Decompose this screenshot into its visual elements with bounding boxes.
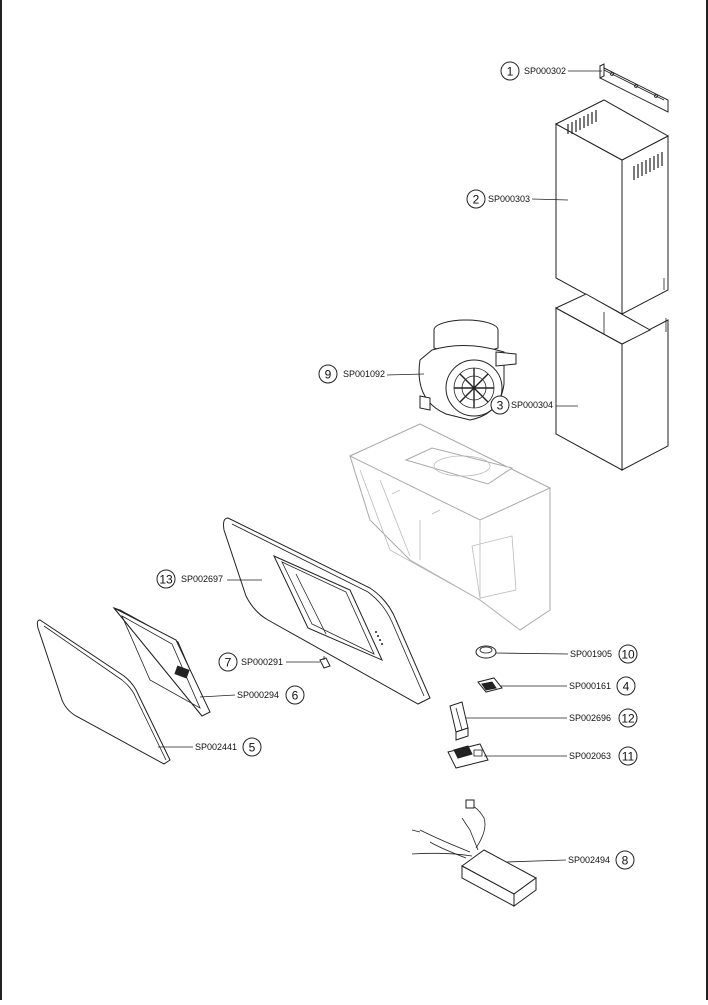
callout-4: 4 SP000161 <box>500 676 636 696</box>
leader-line <box>505 859 567 863</box>
callout-bubble <box>616 676 636 696</box>
leader-line <box>531 198 569 201</box>
callout-bubble <box>156 569 176 589</box>
callout-bubble <box>285 685 305 705</box>
part-code-label: SP002494 <box>568 855 610 865</box>
part-code-label: SP001092 <box>343 369 385 379</box>
part-upper-chimney <box>554 99 670 315</box>
callout-13: 13 SP002697 <box>156 569 262 589</box>
callout-number: 5 <box>249 741 256 755</box>
right-frame-border <box>706 0 708 1000</box>
callout-bubble <box>500 61 520 81</box>
callout-9: 9 SP001092 <box>318 364 425 384</box>
part-code-label: SP002697 <box>181 574 223 584</box>
callout-5: 5 SP002441 <box>158 737 262 757</box>
callout-bubble <box>490 395 510 415</box>
callout-bubble <box>466 189 486 209</box>
callout-2: 2 SP000303 <box>466 189 569 209</box>
part-power-supply <box>411 799 537 907</box>
leader-line <box>495 652 569 655</box>
callout-bubble <box>218 652 238 672</box>
callout-bubble <box>615 850 635 870</box>
part-code-label: SP000161 <box>569 681 611 691</box>
left-frame-border <box>0 0 2 1000</box>
part-code-label: SP000291 <box>241 657 283 667</box>
callout-7: 7 SP000291 <box>218 652 320 672</box>
part-code-label: SP002063 <box>569 751 611 761</box>
part-code-label: SP000303 <box>488 194 530 204</box>
callout-12: 12 SP002696 <box>466 708 638 728</box>
callout-bubble <box>618 746 638 766</box>
part-light-strip <box>449 701 469 741</box>
callout-number: 6 <box>292 689 299 703</box>
callout-number: 10 <box>621 648 635 662</box>
part-code-label: SP002441 <box>195 742 237 752</box>
part-motor <box>418 319 517 421</box>
callout-number: 9 <box>325 368 332 382</box>
callout-number: 2 <box>473 193 480 207</box>
callout-number: 11 <box>622 750 635 764</box>
callout-10: 10 SP001905 <box>495 644 638 664</box>
callout-bubble <box>318 364 338 384</box>
part-lower-chimney <box>554 293 669 471</box>
part-front-panel <box>223 517 431 705</box>
part-bracket <box>599 63 669 113</box>
part-hood-body <box>348 423 552 631</box>
callout-6: 6 SP000294 <box>199 685 305 705</box>
callout-number: 13 <box>159 573 173 587</box>
part-code-label: SP001905 <box>570 649 612 659</box>
callout-bubble <box>242 737 262 757</box>
callout-number: 8 <box>622 854 629 868</box>
callout-1: 1 SP000302 <box>500 61 602 81</box>
callout-number: 7 <box>225 656 232 670</box>
callout-3: 3 SP000304 <box>490 395 578 415</box>
part-switch <box>477 677 503 693</box>
part-lamp <box>319 656 331 669</box>
callout-bubble <box>618 708 638 728</box>
part-code-label: SP000302 <box>524 66 566 76</box>
part-code-label: SP000304 <box>511 400 553 410</box>
part-code-label: SP000294 <box>237 690 279 700</box>
callout-bubble <box>618 644 638 664</box>
leader-line <box>199 694 236 698</box>
callout-number: 12 <box>621 712 635 726</box>
part-knob <box>475 645 497 659</box>
callout-number: 4 <box>623 680 630 694</box>
part-glass-plate <box>36 619 171 765</box>
callout-8: 8 SP002494 <box>505 850 635 870</box>
callout-11: 11 SP002063 <box>484 746 638 766</box>
callout-number: 1 <box>507 65 514 79</box>
callout-number: 3 <box>497 399 504 413</box>
leader-line <box>386 373 425 376</box>
part-control-board <box>447 743 489 769</box>
part-code-label: SP002696 <box>569 713 611 723</box>
part-filter <box>112 606 211 717</box>
